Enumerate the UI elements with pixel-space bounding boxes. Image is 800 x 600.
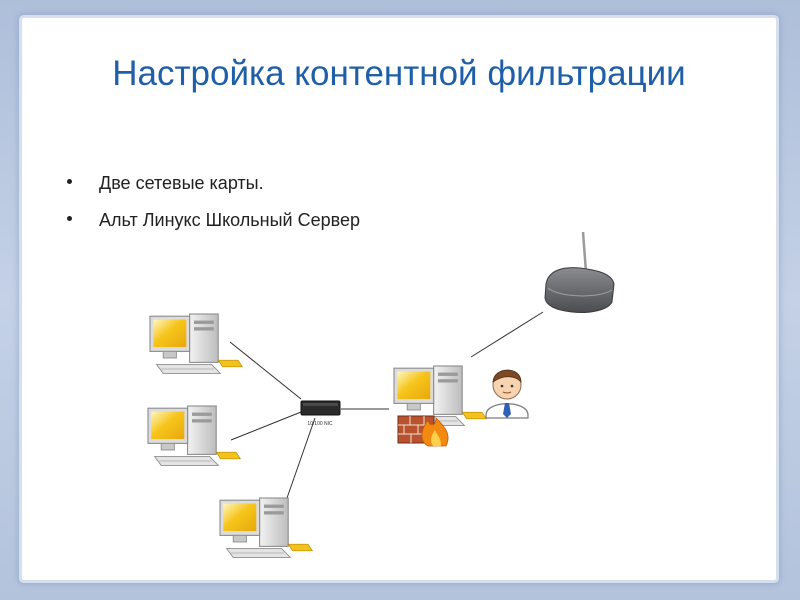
link-server-router [470,311,544,358]
bullet-item: Две сетевые карты. [64,168,360,205]
link-pc3-switch [286,417,316,499]
router-icon [544,231,615,313]
client-pc-1-icon [149,313,243,374]
admin-user-icon [485,369,529,419]
switch-label: 10/100 NIC [307,421,333,427]
network-switch-icon: 10/100 NIC [300,400,341,427]
firewall-icon [397,415,449,447]
slide-title: Настройка контентной фильтрации [112,54,686,93]
link-pc1-switch [229,341,302,400]
bullet-dot-icon [67,179,72,184]
bullet-list: Две сетевые карты. Альт Линукс Школьный … [64,168,360,242]
bullet-text: Альт Линукс Школьный Сервер [99,210,361,230]
link-pc2-switch [230,411,302,441]
slide-canvas [22,18,776,580]
client-pc-2-icon [147,405,241,466]
client-pc-3-icon [219,497,313,558]
bullet-text: Две сетевые карты. [99,173,264,193]
bullet-item: Альт Линукс Школьный Сервер [64,205,360,242]
bullet-dot-icon [67,216,72,221]
